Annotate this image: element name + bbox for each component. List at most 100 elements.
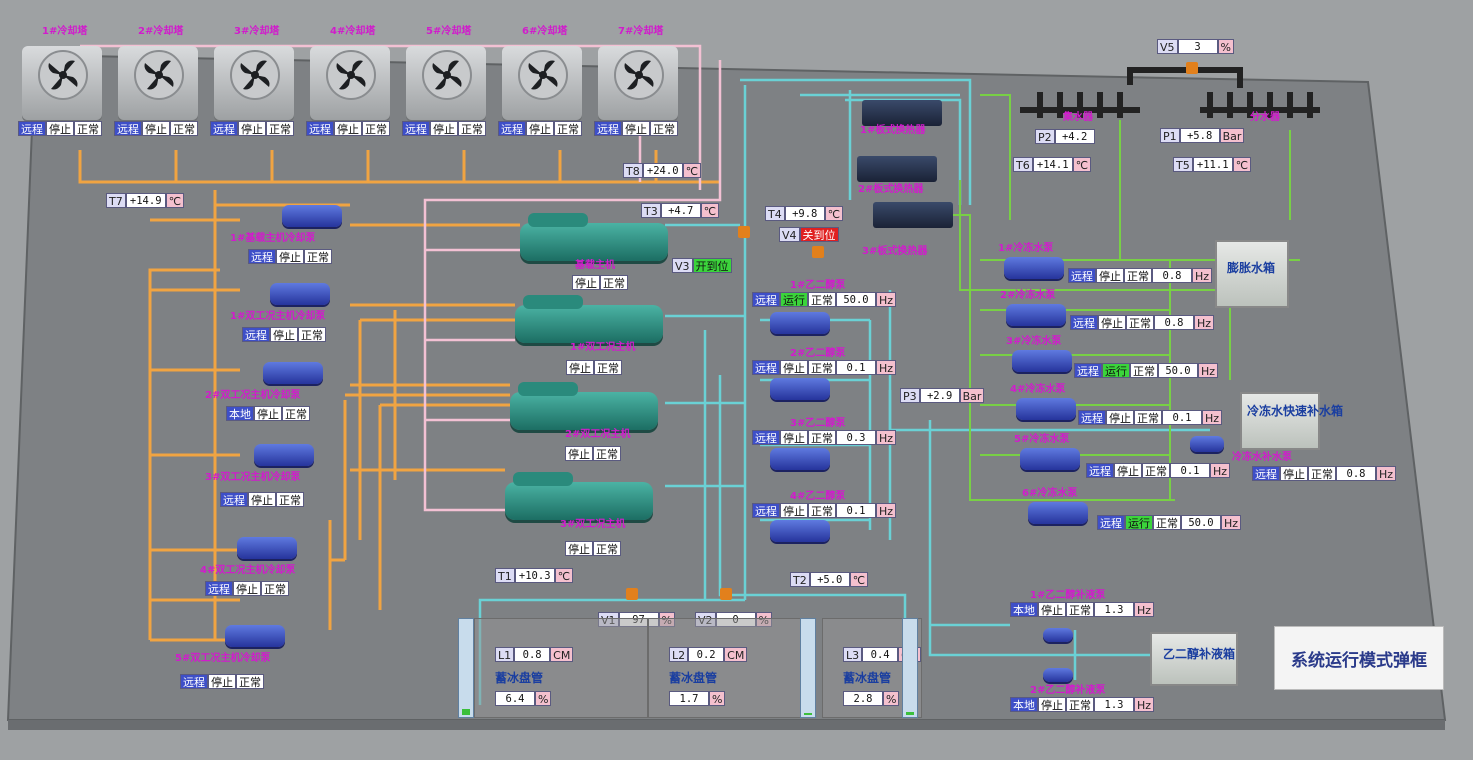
chiller-unit[interactable] (505, 472, 653, 520)
mode-cell[interactable]: 远程 (1078, 410, 1106, 425)
run-state-cell[interactable]: 停止 (622, 121, 650, 136)
run-state-cell[interactable]: 停止 (1114, 463, 1142, 478)
mode-cell[interactable]: 停止 (566, 360, 594, 375)
glycol-makeup-pump[interactable] (1043, 668, 1073, 682)
mode-cell[interactable]: 远程 (752, 360, 780, 375)
mode-cell[interactable]: 远程 (306, 121, 334, 136)
mode-cell[interactable]: 远程 (1086, 463, 1114, 478)
cooling-tower[interactable] (22, 46, 102, 120)
valve-state[interactable]: 开到位 (692, 258, 732, 273)
mode-cell[interactable]: 停止 (565, 446, 593, 461)
run-state-cell[interactable]: 停止 (430, 121, 458, 136)
mode-cell[interactable]: 远程 (180, 674, 208, 689)
heat-exchanger[interactable] (857, 156, 937, 182)
mode-cell[interactable]: 远程 (210, 121, 238, 136)
mode-cell[interactable]: 远程 (752, 503, 780, 518)
run-state-cell[interactable]: 正常 (593, 541, 621, 556)
v5-valve-icon[interactable] (1186, 62, 1198, 74)
run-state-cell[interactable]: 停止 (270, 327, 298, 342)
run-state-cell[interactable]: 停止 (1096, 268, 1124, 283)
run-state-cell[interactable]: 运行 (1102, 363, 1130, 378)
condenser-pump[interactable] (225, 625, 285, 647)
run-state-cell[interactable]: 停止 (276, 249, 304, 264)
v4-valve-icon[interactable] (812, 246, 824, 258)
system-mode-popup-button[interactable]: 系统运行模式弹框 (1274, 626, 1444, 690)
run-state-cell[interactable]: 停止 (780, 430, 808, 445)
chiller-unit[interactable] (515, 295, 663, 343)
mode-cell[interactable]: 远程 (220, 492, 248, 507)
chilled-water-pump[interactable] (1006, 304, 1066, 326)
mode-cell[interactable]: 远程 (18, 121, 46, 136)
mode-cell[interactable]: 远程 (498, 121, 526, 136)
chiller-unit[interactable] (520, 213, 668, 261)
mode-cell[interactable]: 本地 (1010, 602, 1038, 617)
run-state-cell[interactable]: 停止 (1280, 466, 1308, 481)
run-state-cell[interactable]: 停止 (1038, 602, 1066, 617)
mode-cell[interactable]: 远程 (1252, 466, 1280, 481)
run-state-cell[interactable]: 运行 (780, 292, 808, 307)
heat-exchanger[interactable] (862, 100, 942, 126)
run-state-cell[interactable]: 停止 (142, 121, 170, 136)
chilled-makeup-pump[interactable] (1190, 436, 1224, 452)
mode-cell[interactable]: 远程 (1068, 268, 1096, 283)
mode-cell[interactable]: 远程 (1074, 363, 1102, 378)
condenser-pump[interactable] (254, 444, 314, 466)
heat-exchanger[interactable] (873, 202, 953, 228)
condenser-pump[interactable] (263, 362, 323, 384)
mode-cell[interactable]: 停止 (572, 275, 600, 290)
mode-cell[interactable]: 远程 (1070, 315, 1098, 330)
run-state-cell[interactable]: 停止 (780, 360, 808, 375)
cooling-tower[interactable] (502, 46, 582, 120)
mode-cell[interactable]: 远程 (242, 327, 270, 342)
run-state-cell[interactable]: 停止 (780, 503, 808, 518)
chilled-water-pump[interactable] (1028, 502, 1088, 524)
glycol-makeup-pump[interactable] (1043, 628, 1073, 642)
run-state-cell[interactable]: 停止 (233, 581, 261, 596)
run-state-cell[interactable]: 停止 (46, 121, 74, 136)
condenser-pump[interactable] (237, 537, 297, 559)
condenser-pump[interactable] (282, 205, 342, 227)
chilled-water-pump[interactable] (1012, 350, 1072, 372)
run-state-cell[interactable]: 停止 (248, 492, 276, 507)
run-state-cell[interactable]: 停止 (254, 406, 282, 421)
chilled-water-pump[interactable] (1020, 448, 1080, 470)
cooling-tower[interactable] (214, 46, 294, 120)
mode-cell[interactable]: 远程 (205, 581, 233, 596)
run-state-cell[interactable]: 停止 (526, 121, 554, 136)
mode-cell[interactable]: 远程 (752, 292, 780, 307)
valve-state[interactable]: 关到位 (799, 227, 839, 242)
cooling-tower[interactable] (598, 46, 678, 120)
mode-cell[interactable]: 远程 (402, 121, 430, 136)
mode-cell[interactable]: 本地 (1010, 697, 1038, 712)
v2-valve-icon[interactable] (720, 588, 732, 600)
cooling-tower[interactable] (310, 46, 390, 120)
run-state-cell[interactable]: 运行 (1125, 515, 1153, 530)
glycol-pump[interactable] (770, 378, 830, 400)
v3-valve-icon[interactable] (738, 226, 750, 238)
mode-cell[interactable]: 远程 (248, 249, 276, 264)
run-state-cell[interactable]: 停止 (1038, 697, 1066, 712)
chiller-unit[interactable] (510, 382, 658, 430)
mode-cell[interactable]: 远程 (594, 121, 622, 136)
mode-cell[interactable]: 远程 (114, 121, 142, 136)
v1-valve-icon[interactable] (626, 588, 638, 600)
mode-cell[interactable]: 本地 (226, 406, 254, 421)
run-state-cell[interactable]: 停止 (1098, 315, 1126, 330)
chilled-water-pump[interactable] (1016, 398, 1076, 420)
glycol-pump[interactable] (770, 520, 830, 542)
run-state-cell[interactable]: 正常 (594, 360, 622, 375)
run-state-cell[interactable]: 停止 (238, 121, 266, 136)
chilled-water-pump[interactable] (1004, 257, 1064, 279)
mode-cell[interactable]: 停止 (565, 541, 593, 556)
condenser-pump[interactable] (270, 283, 330, 305)
cooling-tower[interactable] (406, 46, 486, 120)
mode-cell[interactable]: 远程 (752, 430, 780, 445)
run-state-cell[interactable]: 停止 (208, 674, 236, 689)
cooling-tower[interactable] (118, 46, 198, 120)
run-state-cell[interactable]: 正常 (593, 446, 621, 461)
mode-cell[interactable]: 远程 (1097, 515, 1125, 530)
glycol-pump[interactable] (770, 312, 830, 334)
run-state-cell[interactable]: 停止 (334, 121, 362, 136)
run-state-cell[interactable]: 正常 (600, 275, 628, 290)
glycol-pump[interactable] (770, 448, 830, 470)
